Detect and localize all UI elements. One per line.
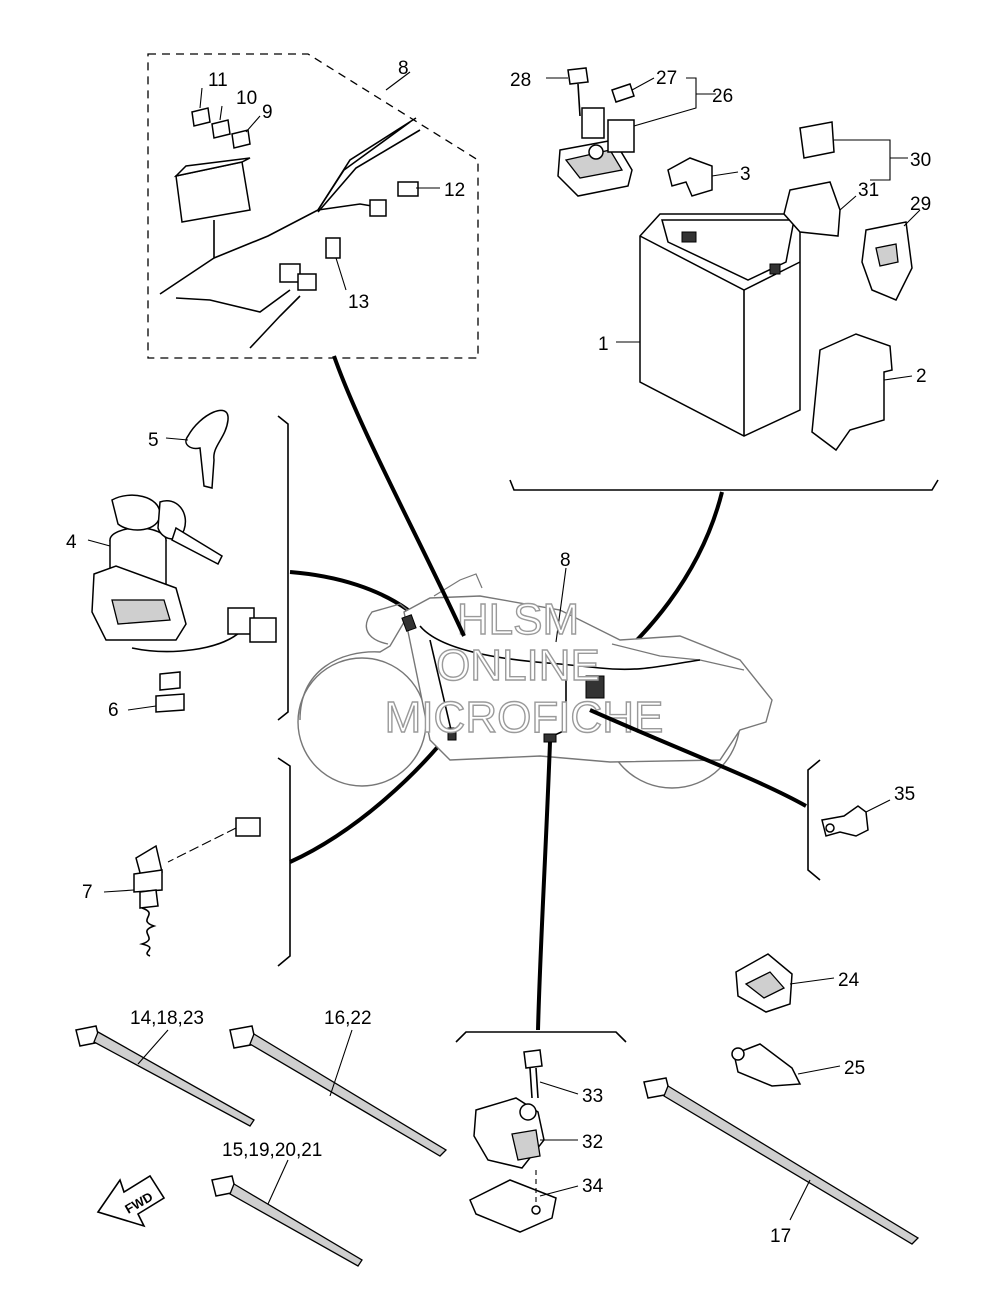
callout-26: 26: [712, 86, 733, 107]
fwd-arrow: FWD: [96, 1174, 166, 1228]
wire-harness-detail: [147, 53, 479, 359]
callout-30: 30: [910, 150, 931, 171]
callout-13: 13: [348, 292, 369, 313]
watermark-line-2: ONLINE: [436, 641, 600, 690]
main-switch-group: [87, 409, 410, 721]
callout-8-center: 8: [560, 550, 571, 571]
callout-11: 11: [208, 70, 228, 91]
clip-35-group: [807, 759, 891, 881]
callout-4: 4: [66, 532, 77, 553]
callout-34: 34: [582, 1176, 604, 1197]
sensor-group: [455, 1031, 627, 1233]
callout-2: 2: [916, 366, 927, 387]
watermark-line-3: MICROFICHE: [385, 693, 664, 742]
callout-14-18-23: 14,18,23: [130, 1008, 204, 1029]
callout-8-top: 8: [398, 58, 409, 79]
callout-28: 28: [510, 70, 531, 91]
callout-9: 9: [262, 102, 273, 123]
callout-7: 7: [82, 882, 93, 903]
callout-35: 35: [894, 784, 915, 805]
clamp-24-25-group: [731, 953, 841, 1087]
cable-ties: [75, 1025, 920, 1267]
callout-6: 6: [108, 700, 119, 721]
callout-15-19-20-21: 15,19,20,21: [222, 1140, 322, 1161]
callout-10: 10: [236, 88, 257, 109]
callout-25: 25: [844, 1058, 865, 1079]
callout-29: 29: [910, 194, 931, 215]
callout-5: 5: [148, 430, 159, 451]
switch-7-group: [103, 730, 452, 967]
callout-1: 1: [598, 334, 609, 355]
callout-24: 24: [838, 970, 860, 991]
callout-32: 32: [582, 1132, 603, 1153]
callout-33: 33: [582, 1086, 603, 1107]
callout-16-22: 16,22: [324, 1008, 372, 1029]
callout-31: 31: [858, 180, 879, 201]
callout-labels: 1 2 3 4 5 6 7 8 8 9 10 11 12 13 14,18,23…: [66, 58, 931, 1247]
callout-3: 3: [740, 164, 751, 185]
watermark-line-1: HLSM: [457, 595, 579, 644]
battery-relay-group: [509, 67, 939, 667]
motorcycle-silhouette: HLSM ONLINE MICROFICHE: [297, 355, 807, 1031]
callout-27: 27: [656, 68, 677, 89]
callout-12: 12: [444, 180, 465, 201]
callout-17: 17: [770, 1226, 791, 1247]
